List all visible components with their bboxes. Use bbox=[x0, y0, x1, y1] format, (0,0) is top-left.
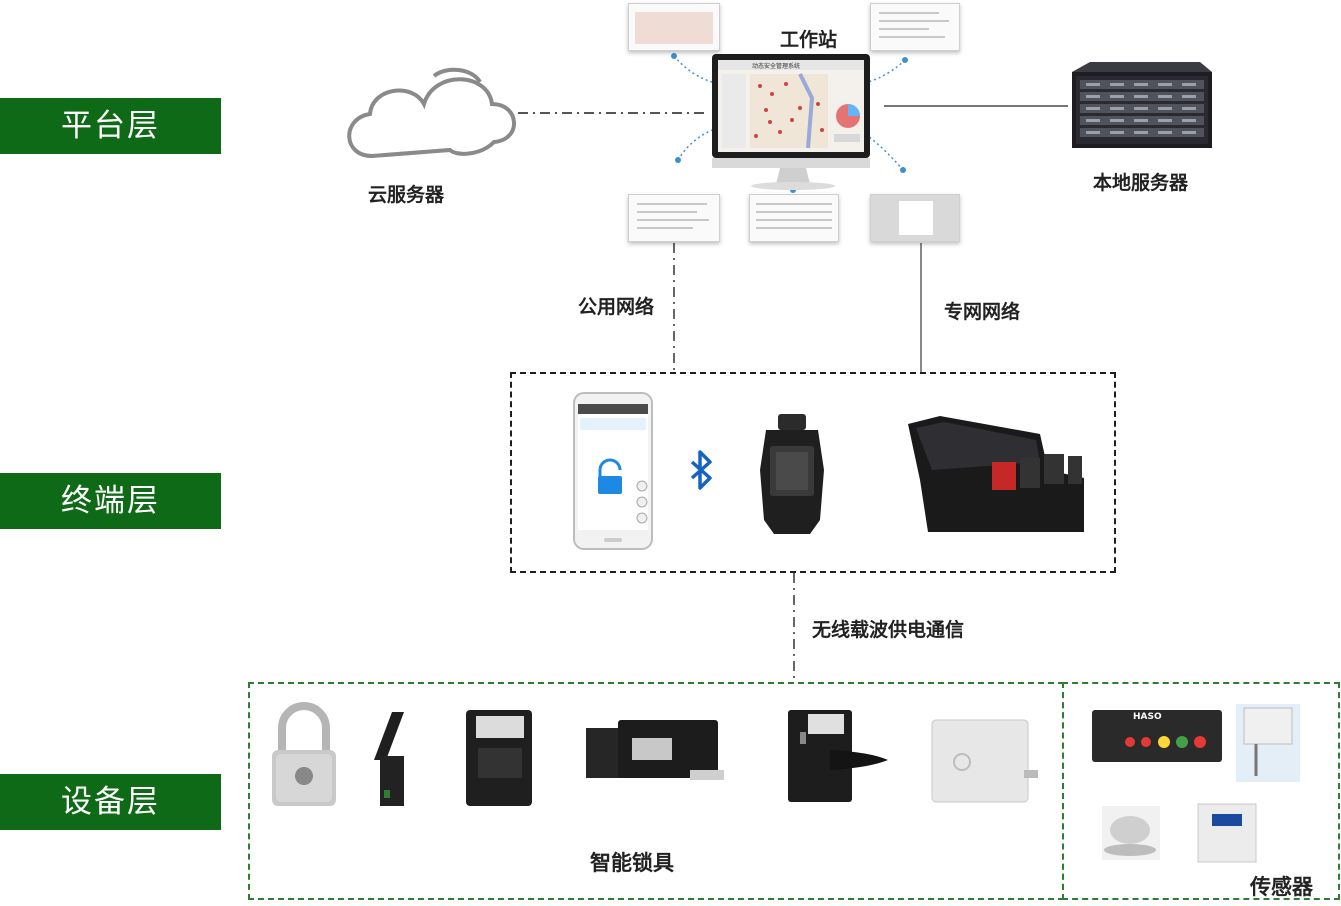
public-network-label: 公用网络 bbox=[578, 296, 655, 318]
box-lock-icon bbox=[586, 720, 724, 780]
cloud-icon bbox=[347, 67, 516, 159]
smart-locks-label: 智能锁具 bbox=[590, 851, 674, 875]
local-server-icon bbox=[1072, 62, 1212, 148]
sensors-label: 传感器 bbox=[1250, 875, 1313, 899]
smoke-sensor-icon bbox=[1102, 806, 1160, 860]
sensor-controller-icon bbox=[1092, 710, 1222, 762]
charging-station-icon bbox=[908, 416, 1084, 532]
local-server-label: 本地服务器 bbox=[1093, 172, 1189, 194]
electronic-lock-icon bbox=[931, 719, 1038, 803]
layer-label-device: 设备层 bbox=[0, 774, 221, 830]
workstation-label: 工作站 bbox=[780, 29, 838, 51]
wireless-comm-label: 无线载波供电通信 bbox=[812, 619, 965, 641]
workstation-monitor-icon bbox=[712, 54, 870, 190]
screen-thumbnail-list-2 bbox=[628, 194, 720, 242]
layer-label-terminal: 终端层 bbox=[0, 473, 221, 529]
door-lock-icon bbox=[788, 710, 888, 802]
screen-thumbnail-dialog bbox=[870, 194, 960, 242]
panel-lock-icon bbox=[466, 710, 532, 806]
screen-thumbnail-table bbox=[749, 194, 839, 242]
screen-thumbnail-list-1 bbox=[870, 3, 960, 51]
bluetooth-icon bbox=[690, 450, 712, 490]
layer-label-platform: 平台层 bbox=[0, 98, 221, 154]
private-network-label: 专网网络 bbox=[944, 301, 1021, 323]
padlock-icon bbox=[272, 702, 336, 806]
sensors-box bbox=[1062, 682, 1340, 900]
monitor-title: 动态安全管理系统 bbox=[752, 63, 801, 70]
terminal-layer-box bbox=[510, 372, 1116, 573]
cabinet-lock-icon bbox=[374, 712, 404, 806]
mobile-phone-icon bbox=[573, 392, 653, 550]
temperature-sensor-icon bbox=[1197, 803, 1257, 863]
humidity-sensor-icon bbox=[1236, 704, 1300, 782]
cloud-server-label: 云服务器 bbox=[368, 184, 445, 206]
handheld-key-icon bbox=[760, 414, 824, 534]
sensor-brand-text: HASO bbox=[1133, 712, 1162, 722]
screen-thumbnail-map bbox=[628, 3, 720, 51]
